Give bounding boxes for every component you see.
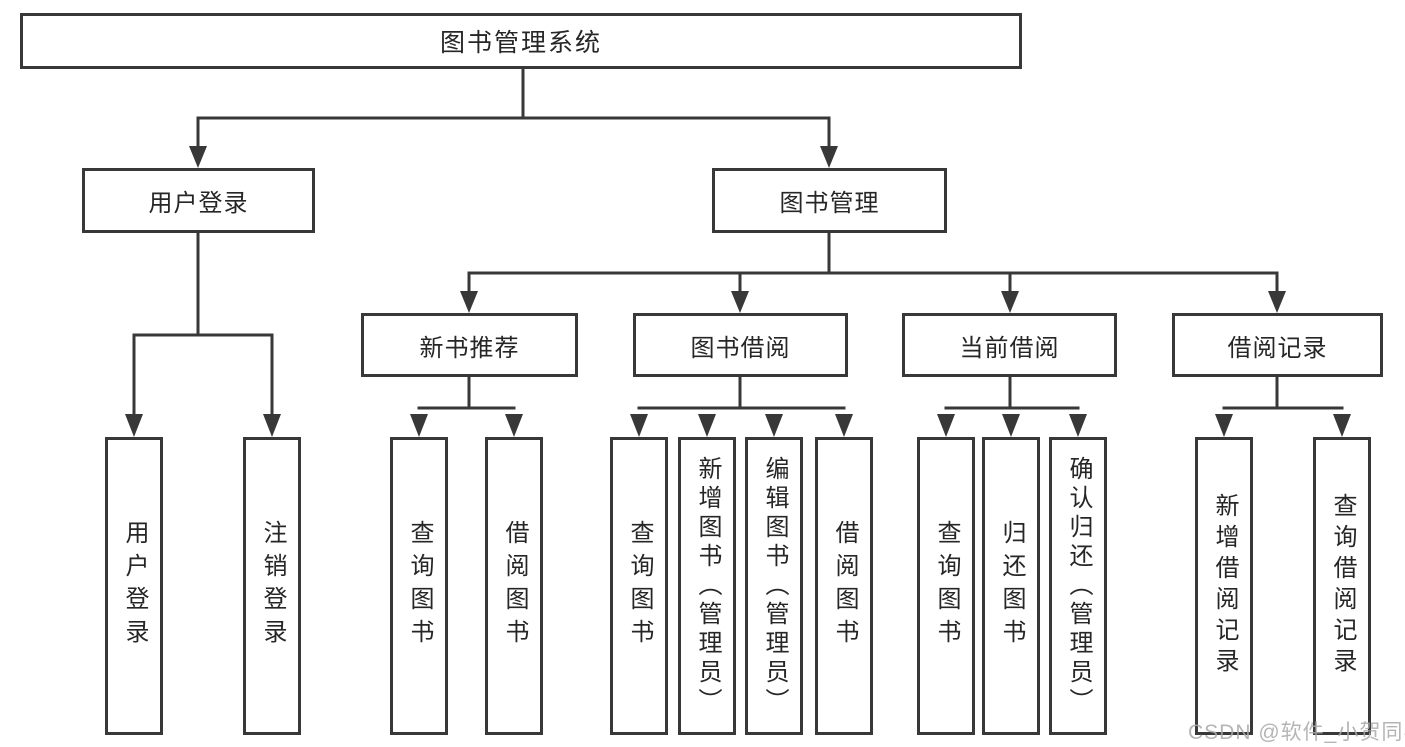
leaf-label: 注销登录 <box>259 520 286 652</box>
leaf-label: 确认归还（管理员） <box>1065 455 1092 717</box>
node-book-borrowing: 图书借阅 <box>633 313 848 377</box>
node-library-management-system: 图书管理系统 <box>20 13 1022 69</box>
node-label: 用户登录 <box>148 190 249 217</box>
leaf-edit-books-admin: 编辑图书（管理员） <box>745 437 803 735</box>
leaf-return-books: 归还图书 <box>982 437 1040 735</box>
leaf-label: 编辑图书（管理员） <box>761 455 788 717</box>
leaf-label: 新增图书（管理员） <box>694 455 721 717</box>
leaf-query-books-recommend: 查询图书 <box>390 437 448 735</box>
leaf-label: 查询借阅记录 <box>1329 493 1356 679</box>
leaf-confirm-return-admin: 确认归还（管理员） <box>1049 437 1107 735</box>
leaf-user-login: 用户登录 <box>105 437 163 735</box>
leaf-logout: 注销登录 <box>243 437 301 735</box>
leaf-label: 查询图书 <box>406 520 433 652</box>
node-label: 图书管理 <box>779 190 880 217</box>
leaf-label: 借阅图书 <box>831 520 858 652</box>
leaf-label: 归还图书 <box>998 520 1025 652</box>
node-new-book-recommendation: 新书推荐 <box>361 313 578 377</box>
node-label: 新书推荐 <box>419 334 520 362</box>
leaf-add-borrow-record: 新增借阅记录 <box>1195 437 1253 735</box>
leaf-query-books-current: 查询图书 <box>917 437 975 735</box>
leaf-add-books-admin: 新增图书（管理员） <box>678 437 736 735</box>
node-label: 图书管理系统 <box>439 29 602 57</box>
leaf-query-borrow-record: 查询借阅记录 <box>1313 437 1371 735</box>
node-label: 图书借阅 <box>690 334 791 362</box>
node-current-borrowing: 当前借阅 <box>902 313 1117 377</box>
leaf-label: 新增借阅记录 <box>1211 493 1238 679</box>
node-borrowing-records: 借阅记录 <box>1172 313 1383 377</box>
leaf-label: 借阅图书 <box>501 520 528 652</box>
leaf-query-books-borrowing: 查询图书 <box>610 437 668 735</box>
csdn-watermark: CSDN @软件_小贺同学 <box>1188 721 1405 744</box>
leaf-label: 用户登录 <box>121 520 148 652</box>
leaf-borrow-books-recommend: 借阅图书 <box>485 437 543 735</box>
leaf-label: 查询图书 <box>933 520 960 652</box>
node-book-management: 图书管理 <box>712 168 947 233</box>
leaf-borrow-books-borrowing: 借阅图书 <box>815 437 873 735</box>
node-label: 借阅记录 <box>1227 334 1328 362</box>
node-label: 当前借阅 <box>959 334 1060 362</box>
node-user-login: 用户登录 <box>82 168 315 233</box>
leaf-label: 查询图书 <box>626 520 653 652</box>
